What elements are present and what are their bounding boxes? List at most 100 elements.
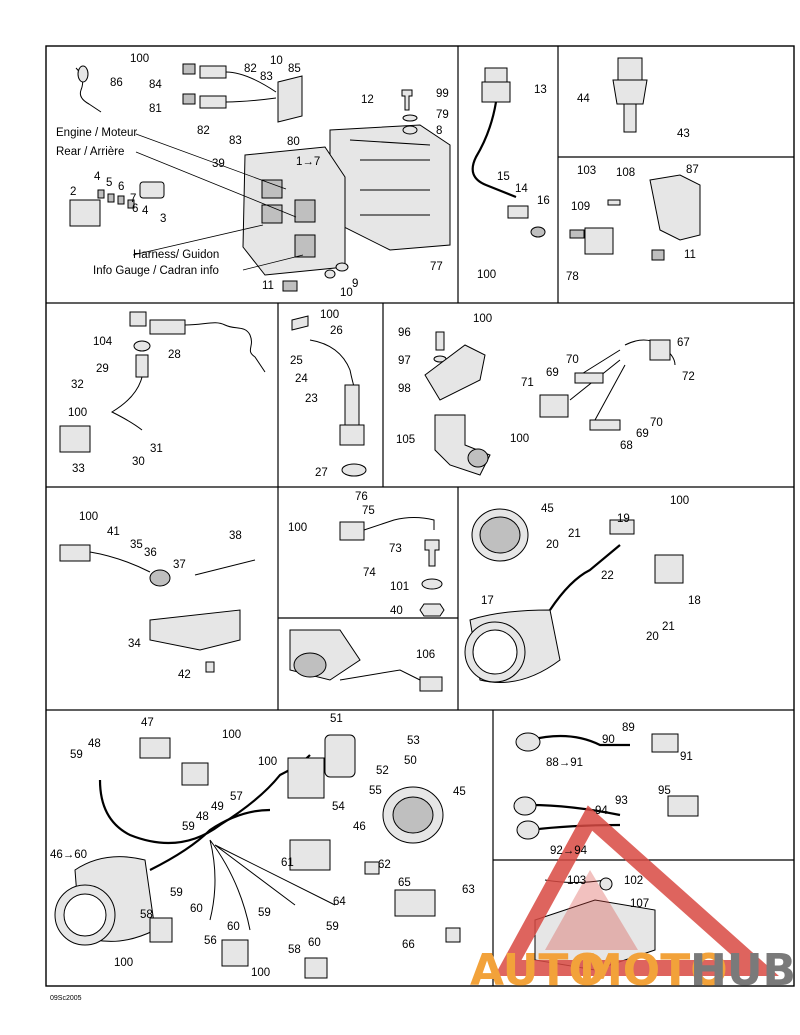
callout-s7-4: 105 [396,434,415,446]
diagram-code: 09Sc2005 [50,995,82,1002]
section-gauge-17 [464,508,684,683]
callout-s5-1: 28 [168,349,181,361]
callout-s1-23: 4 [142,205,149,217]
cover-3 [139,181,165,199]
callout-s13-15: 45 [453,786,466,798]
callout-s4-2: 87 [686,164,699,176]
connector-106 [419,676,443,692]
callout-s7-0: 96 [398,327,411,339]
fuse-4 [97,189,105,199]
callout-s1-6: 85 [288,63,301,75]
callout-s5-7: 33 [72,463,85,475]
callout-s13-1: 100 [222,729,241,741]
callout-s13-26: 59 [258,907,271,919]
gauge-46-dial [63,893,107,937]
callout-s14-2: 91 [680,751,693,763]
callout-s10-2: 100 [288,522,307,534]
connector-81 [182,93,196,105]
callout-s1-26: 10 [340,287,353,299]
callout-s13-9: 51 [330,713,343,725]
connector-67 [649,339,671,361]
connector-33 [59,425,91,453]
callout-s1-2: 84 [149,79,162,91]
callout-s11-3: 21 [568,528,581,540]
callout-s13-27: 56 [204,935,217,947]
callout-s1-3: 82 [244,63,257,75]
callout-s11-7: 17 [481,595,494,607]
callout-s13-3: 48 [88,738,101,750]
clip-66 [445,927,461,943]
connector-95 [667,795,699,817]
cap-16 [530,226,546,238]
callout-s13-0: 47 [141,717,154,729]
callout-s9-0: 100 [79,511,98,523]
ecu-connector-c [294,199,316,223]
callout-s8-1: 70 [566,354,579,366]
callout-s13-30: 100 [114,957,133,969]
section-pickup-106 [289,629,443,692]
screw-96 [435,331,445,351]
section-speed-sensor [291,315,367,477]
section-switch-34 [59,544,256,673]
bracket-detail [349,139,431,216]
sensor-13-cap [484,67,508,83]
callout-s14-0: 89 [622,722,635,734]
callout-s10-4: 74 [363,567,376,579]
callout-s13-7: 59 [182,821,195,833]
callout-s1-1: 86 [110,77,123,89]
connector-14 [507,205,529,219]
eyelet-90 [515,732,541,752]
callout-s4-5: 11 [684,249,696,261]
callout-s13-29: 59 [326,921,339,933]
callout-s11-9: 20 [646,631,659,643]
fuse-6 [117,195,125,205]
label-info-gauge: Info Gauge / Cadran info [93,265,219,277]
callout-s11-5: 22 [601,570,614,582]
diagram-frame [45,45,795,987]
callout-s8-8: 68 [620,440,633,452]
harness-pigtails [209,839,336,931]
connector-56 [221,939,249,967]
callout-s14-7: 92→94 [550,845,588,857]
callout-s13-12: 50 [404,755,417,767]
callout-s7-1: 100 [473,313,492,325]
callout-s3-0: 44 [577,93,590,105]
callout-s13-2: 100 [258,756,277,768]
section-main-harness [54,734,461,979]
watermark-logo [494,805,779,976]
sensor-23 [344,384,360,426]
callout-s8-0: 67 [677,337,690,349]
callout-s8-5: 70 [650,417,663,429]
connector-19 [609,519,635,535]
sensor-wire-24 [309,339,356,391]
eyelet-92a [513,796,537,816]
callout-s9-7: 42 [178,669,191,681]
callout-s13-4: 59 [70,749,83,761]
callout-s1-15: 39 [212,158,225,170]
module-61 [289,839,331,871]
callout-s15-0: 103 [567,875,586,887]
callout-s13-11: 52 [376,765,389,777]
callout-s6-0: 100 [320,309,339,321]
callout-s1-24: 3 [160,213,166,225]
callout-s13-25: 60 [227,921,240,933]
callout-s1-14: 8 [436,125,442,137]
callout-s1-28: 77 [430,261,443,273]
callout-s5-2: 29 [96,363,109,375]
callout-s10-1: 75 [362,505,375,517]
clip-11 [282,280,298,292]
connector-91 [651,733,679,753]
connector-47 [139,737,171,759]
callout-s13-18: 62 [378,859,391,871]
clip-62 [364,861,380,875]
rod-38 [194,559,256,576]
watermark-hub: HUB [690,945,796,996]
washer-9 [335,262,349,272]
section-sensor-13 [471,67,546,238]
callout-s9-1: 41 [107,526,120,538]
callout-s4-3: 109 [571,201,590,213]
callout-s1-11: 12 [361,94,374,106]
callout-s7-2: 97 [398,355,411,367]
screw-99 [401,89,413,111]
